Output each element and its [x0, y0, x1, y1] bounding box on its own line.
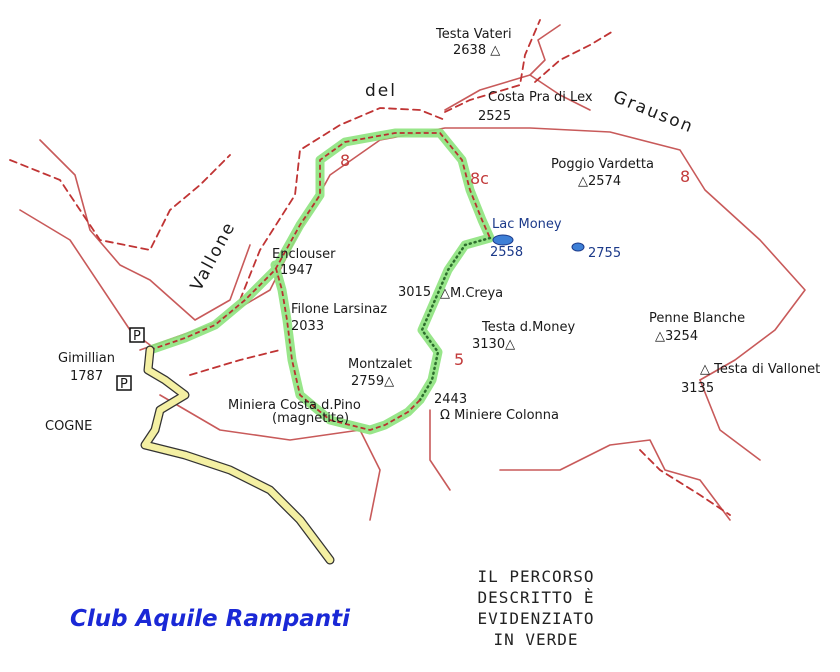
- road-cogne-fill: [141, 346, 334, 564]
- trail-number-8c: 8c: [470, 169, 489, 188]
- peak-testa-vateri-elev: 2638 △: [453, 43, 500, 58]
- mine-costa-pino-note: (magnetite): [272, 411, 349, 426]
- lake-money-elev: 2558: [490, 245, 523, 260]
- peak-m-creya-elev: 3015: [398, 285, 431, 300]
- mine-colonna-elev: 2443: [434, 392, 467, 407]
- peak-penne-blanche-name: Penne Blanche: [649, 311, 745, 326]
- ridge-pralex: [534, 29, 616, 83]
- route-line: [149, 132, 491, 351]
- stream-far-right: [699, 379, 761, 461]
- peak-costa-pra-di-lex-name: Costa Pra di Lex: [488, 90, 593, 105]
- lake-2755: [571, 242, 585, 252]
- route-note-line-3: EVIDENZIATO: [477, 609, 595, 628]
- stream-colonna: [429, 409, 451, 491]
- trail-number-8-left: 8: [340, 151, 350, 170]
- peak-penne-blanche-elev: △3254: [655, 329, 698, 344]
- peak-filone-larsinaz-name: Filone Larsinaz: [291, 302, 387, 317]
- parking-sign-lower-label: P: [120, 377, 128, 392]
- peak-costa-pra-di-lex-elev: 2525: [478, 109, 511, 124]
- peak-testa-d-money-elev: 3130△: [472, 337, 515, 352]
- route-dotted-section: [418, 236, 492, 402]
- parking-sign-lower: [116, 375, 132, 391]
- lake-money-name: Lac Money: [492, 217, 562, 232]
- peak-montzalet-elev: 2759△: [351, 374, 394, 389]
- town-cogne: COGNE: [45, 419, 92, 434]
- village-gimillian-name: Gimillian: [58, 351, 115, 366]
- ridge-west: [9, 154, 231, 252]
- peak-testa-di-vallonet-elev: 3135: [681, 381, 714, 396]
- stream-vateri: [444, 24, 561, 111]
- club-credit: Club Aquile Rampanti: [70, 606, 351, 632]
- lake-2755-elev: 2755: [588, 246, 621, 261]
- lake-money: [492, 234, 514, 246]
- peak-poggio-vardetta-elev: △2574: [578, 174, 621, 189]
- trail-number-8-right: 8: [680, 167, 690, 186]
- route-note: IL PERCORSO DESCRITTO È EVIDENZIATO IN V…: [446, 566, 626, 650]
- route-note-line-1: IL PERCORSO: [477, 567, 595, 586]
- peak-testa-d-money-name: Testa d.Money: [481, 320, 575, 335]
- valley-word-del: del: [365, 81, 397, 101]
- peak-testa-di-vallonet-name: △ Testa di Vallonet: [700, 362, 820, 377]
- ridge-vateri: [444, 19, 541, 113]
- stream-pra-lex: [529, 74, 591, 111]
- ridge-lower-west: [189, 349, 281, 376]
- valley-word-vallone-text: Vallone: [187, 218, 240, 294]
- peak-m-creya-name: △M.Creya: [440, 286, 503, 301]
- ridge-main-north: [239, 107, 446, 301]
- route-note-line-2: DESCRITTO È: [477, 588, 595, 607]
- village-gimillian-elev: 1787: [70, 369, 103, 384]
- valley-word-vallone: Vallone: [187, 218, 240, 294]
- valley-word-grauson-text: Grauson: [610, 87, 697, 138]
- trail-number-5: 5: [454, 350, 464, 369]
- peak-enclouser-name: Enclouser: [272, 247, 336, 262]
- mine-colonna-name: Ω Miniere Colonna: [440, 408, 559, 423]
- peak-montzalet-name: Montzalet: [348, 357, 412, 372]
- peak-poggio-vardetta-name: Poggio Vardetta: [551, 157, 654, 172]
- route-note-line-4: IN VERDE: [493, 630, 579, 649]
- peak-enclouser-elev: 1947: [280, 263, 313, 278]
- stream-bottom: [159, 394, 381, 521]
- valley-word-grauson: Grauson: [610, 87, 697, 138]
- stream-left-lower: [19, 209, 151, 346]
- parking-sign-upper: [129, 327, 145, 343]
- peak-testa-vateri-name: Testa Vateri: [435, 27, 512, 42]
- stream-right-lower: [499, 439, 731, 521]
- mine-costa-pino-name: Miniera Costa d.Pino: [228, 398, 361, 413]
- stream-left-upper: [39, 139, 251, 321]
- peak-filone-larsinaz-elev: 2033: [291, 319, 324, 334]
- ridge-east: [639, 449, 731, 516]
- parking-sign-upper-label: P: [133, 329, 141, 344]
